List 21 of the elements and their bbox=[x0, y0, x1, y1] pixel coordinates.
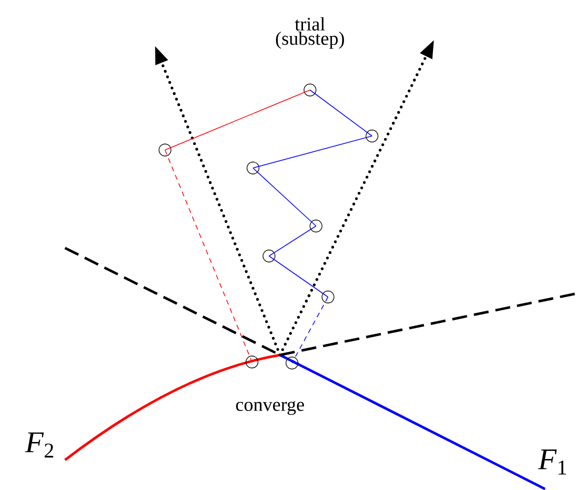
line bbox=[164, 90, 310, 150]
trial-point bbox=[366, 130, 378, 142]
dashed-line bbox=[164, 150, 252, 362]
line bbox=[268, 226, 316, 256]
trial-point bbox=[246, 162, 260, 174]
line bbox=[252, 136, 372, 168]
label: converge bbox=[236, 401, 304, 415]
trial-point bbox=[246, 356, 258, 368]
line bbox=[252, 168, 316, 226]
trial-point bbox=[158, 144, 172, 156]
trial-point bbox=[304, 84, 316, 96]
trial-point bbox=[310, 220, 322, 232]
dashed-line bbox=[292, 296, 328, 364]
trial-point bbox=[286, 356, 298, 370]
line bbox=[268, 256, 328, 298]
label: trial (substep) bbox=[276, 17, 344, 49]
label: F$_{1}$ bbox=[538, 450, 566, 474]
label: F$_{2}$ bbox=[25, 432, 54, 458]
line bbox=[310, 90, 372, 136]
trial-point bbox=[262, 250, 276, 262]
trial-point bbox=[322, 290, 334, 304]
